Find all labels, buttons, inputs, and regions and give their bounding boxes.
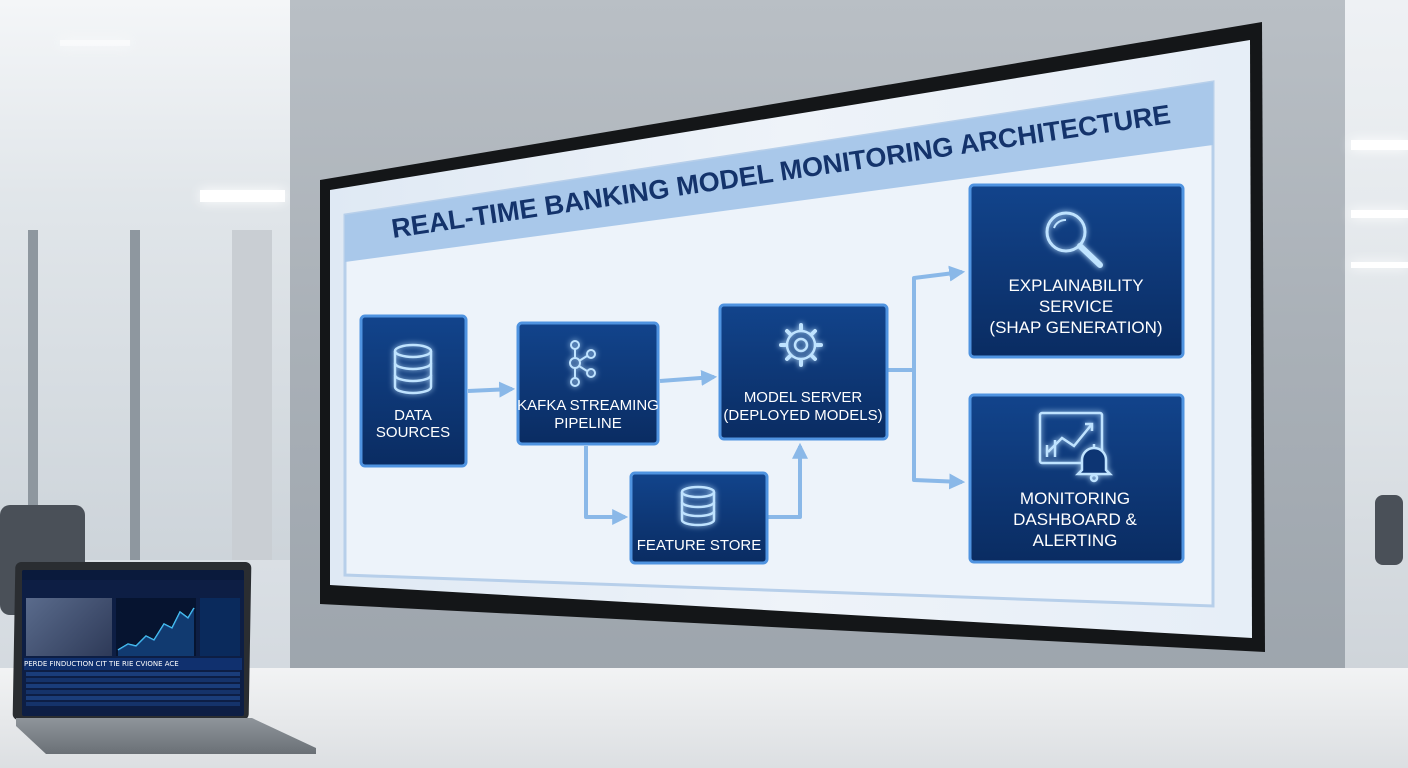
edge-kafka-feature-store	[584, 446, 629, 525]
node-label-line: SOURCES	[376, 424, 450, 441]
node-label-line: KAFKA STREAMING	[517, 397, 659, 414]
ticker-row	[26, 696, 240, 700]
node-label-line: DATA	[394, 407, 432, 424]
node-label-line: DASHBOARD &	[1013, 510, 1137, 529]
node-label-line: SERVICE	[1039, 297, 1113, 316]
stock-chart-icon	[117, 607, 195, 656]
node-label-line: PIPELINE	[554, 415, 622, 432]
ceiling-light	[1351, 140, 1408, 150]
edge-model-server-explainability	[888, 265, 966, 372]
database-icon	[680, 485, 716, 527]
chart-bell-icon	[1038, 411, 1114, 483]
ceiling-light	[60, 40, 130, 46]
node-kafka[interactable]: KAFKA STREAMING PIPELINE	[516, 321, 660, 446]
edges	[467, 265, 966, 525]
pillar	[232, 230, 272, 560]
database-icon	[393, 343, 433, 395]
title-banner	[345, 82, 1213, 262]
laptop-topbar	[22, 570, 244, 580]
magnifier-icon	[1045, 211, 1103, 268]
node-label-line: ALERTING	[1033, 531, 1118, 550]
node-data-sources[interactable]: DATA SOURCES	[359, 314, 468, 468]
stock-chart-thumbnail	[116, 598, 196, 656]
kafka-cluster-icon	[569, 340, 596, 387]
edge-data-sources-kafka	[467, 381, 516, 398]
node-monitoring[interactable]: MONITORING DASHBOARD & ALERTING	[968, 393, 1185, 564]
node-label-line: (DEPLOYED MODELS)	[723, 407, 882, 424]
node-feature-store[interactable]: FEATURE STORE	[629, 471, 769, 565]
node-label-line: (SHAP GENERATION)	[989, 318, 1162, 337]
news-video-thumbnail	[26, 598, 112, 656]
gear-icon	[779, 323, 823, 367]
ticker-row	[26, 690, 240, 694]
laptop-screen: PERDE FINDUCTION CIT TIE RIE CVIONE ACE	[22, 570, 244, 716]
ceiling-light	[1351, 210, 1408, 218]
window-mullion	[28, 230, 38, 560]
ticker-row	[26, 678, 240, 682]
adjacent-room	[1345, 0, 1408, 768]
ticker-row	[26, 672, 240, 676]
edge-kafka-model-server	[659, 369, 718, 386]
edge-feature-store-model-server	[768, 442, 808, 519]
office-window	[0, 0, 290, 560]
ticker-rows	[26, 672, 240, 712]
office-chair	[1375, 495, 1403, 565]
node-label-line: FEATURE STORE	[637, 537, 761, 554]
node-label-line: EXPLAINABILITY	[1008, 276, 1143, 295]
ticker-panel	[200, 598, 240, 656]
news-headline: PERDE FINDUCTION CIT TIE RIE CVIONE ACE	[24, 658, 242, 670]
ticker-row	[26, 702, 240, 706]
edge-model-server-monitoring	[912, 370, 966, 490]
ceiling-light	[200, 190, 285, 202]
node-label-line: MONITORING	[1020, 489, 1130, 508]
ticker-row	[26, 684, 240, 688]
node-label-line: MODEL SERVER	[744, 389, 863, 406]
ceiling-light	[1351, 262, 1408, 268]
window-mullion	[130, 230, 140, 560]
node-explainability[interactable]: EXPLAINABILITY SERVICE (SHAP GENERATION)	[968, 183, 1185, 359]
node-model-server[interactable]: MODEL SERVER (DEPLOYED MODELS)	[718, 303, 889, 441]
